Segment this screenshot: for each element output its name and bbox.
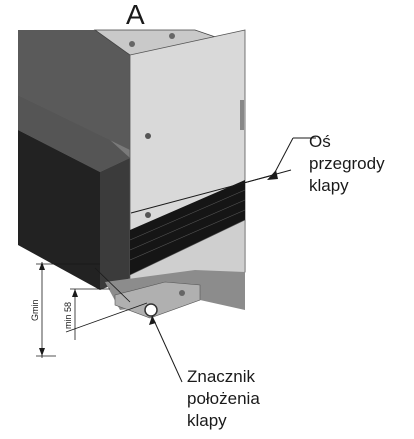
dim-arrow	[39, 262, 45, 270]
position-marker-circle	[144, 303, 158, 317]
panel-clip	[240, 100, 244, 130]
grille-pattern	[129, 189, 246, 261]
black-block-front	[18, 130, 100, 290]
marker-arrow	[149, 316, 156, 325]
dim-arrow	[39, 348, 45, 356]
damper-grille	[130, 180, 245, 275]
housing-top-dark	[18, 30, 130, 150]
dim-gmin-text: Gmin	[30, 299, 40, 321]
marker-label-line: klapy	[187, 411, 227, 430]
marker-label-line: położenia	[187, 389, 260, 408]
view-label: A	[126, 0, 145, 30]
panel-screw	[145, 133, 151, 139]
axis-label-line: Oś	[309, 132, 331, 151]
marker-label-line: Znacznik	[187, 367, 256, 386]
axis-label-line: przegrody	[309, 154, 385, 173]
axis-leader	[130, 137, 316, 214]
dim-arrow	[72, 289, 78, 297]
dimension-lines	[36, 262, 148, 358]
axis-label: Oś przegrody klapy	[309, 131, 385, 197]
black-block-side	[100, 158, 130, 290]
axis-arrow	[267, 170, 278, 180]
lid-bolt	[169, 33, 175, 39]
marker-leader	[151, 315, 183, 383]
panel-screw	[145, 212, 151, 218]
axis-label-line: klapy	[309, 176, 349, 195]
lid-bolt	[129, 41, 135, 47]
marker-label: Znacznik położenia klapy	[187, 366, 260, 432]
base-bracket	[114, 281, 201, 319]
black-block-top	[18, 95, 130, 172]
dim-min58-text: min 58	[63, 302, 73, 329]
base-bolt	[179, 290, 185, 296]
